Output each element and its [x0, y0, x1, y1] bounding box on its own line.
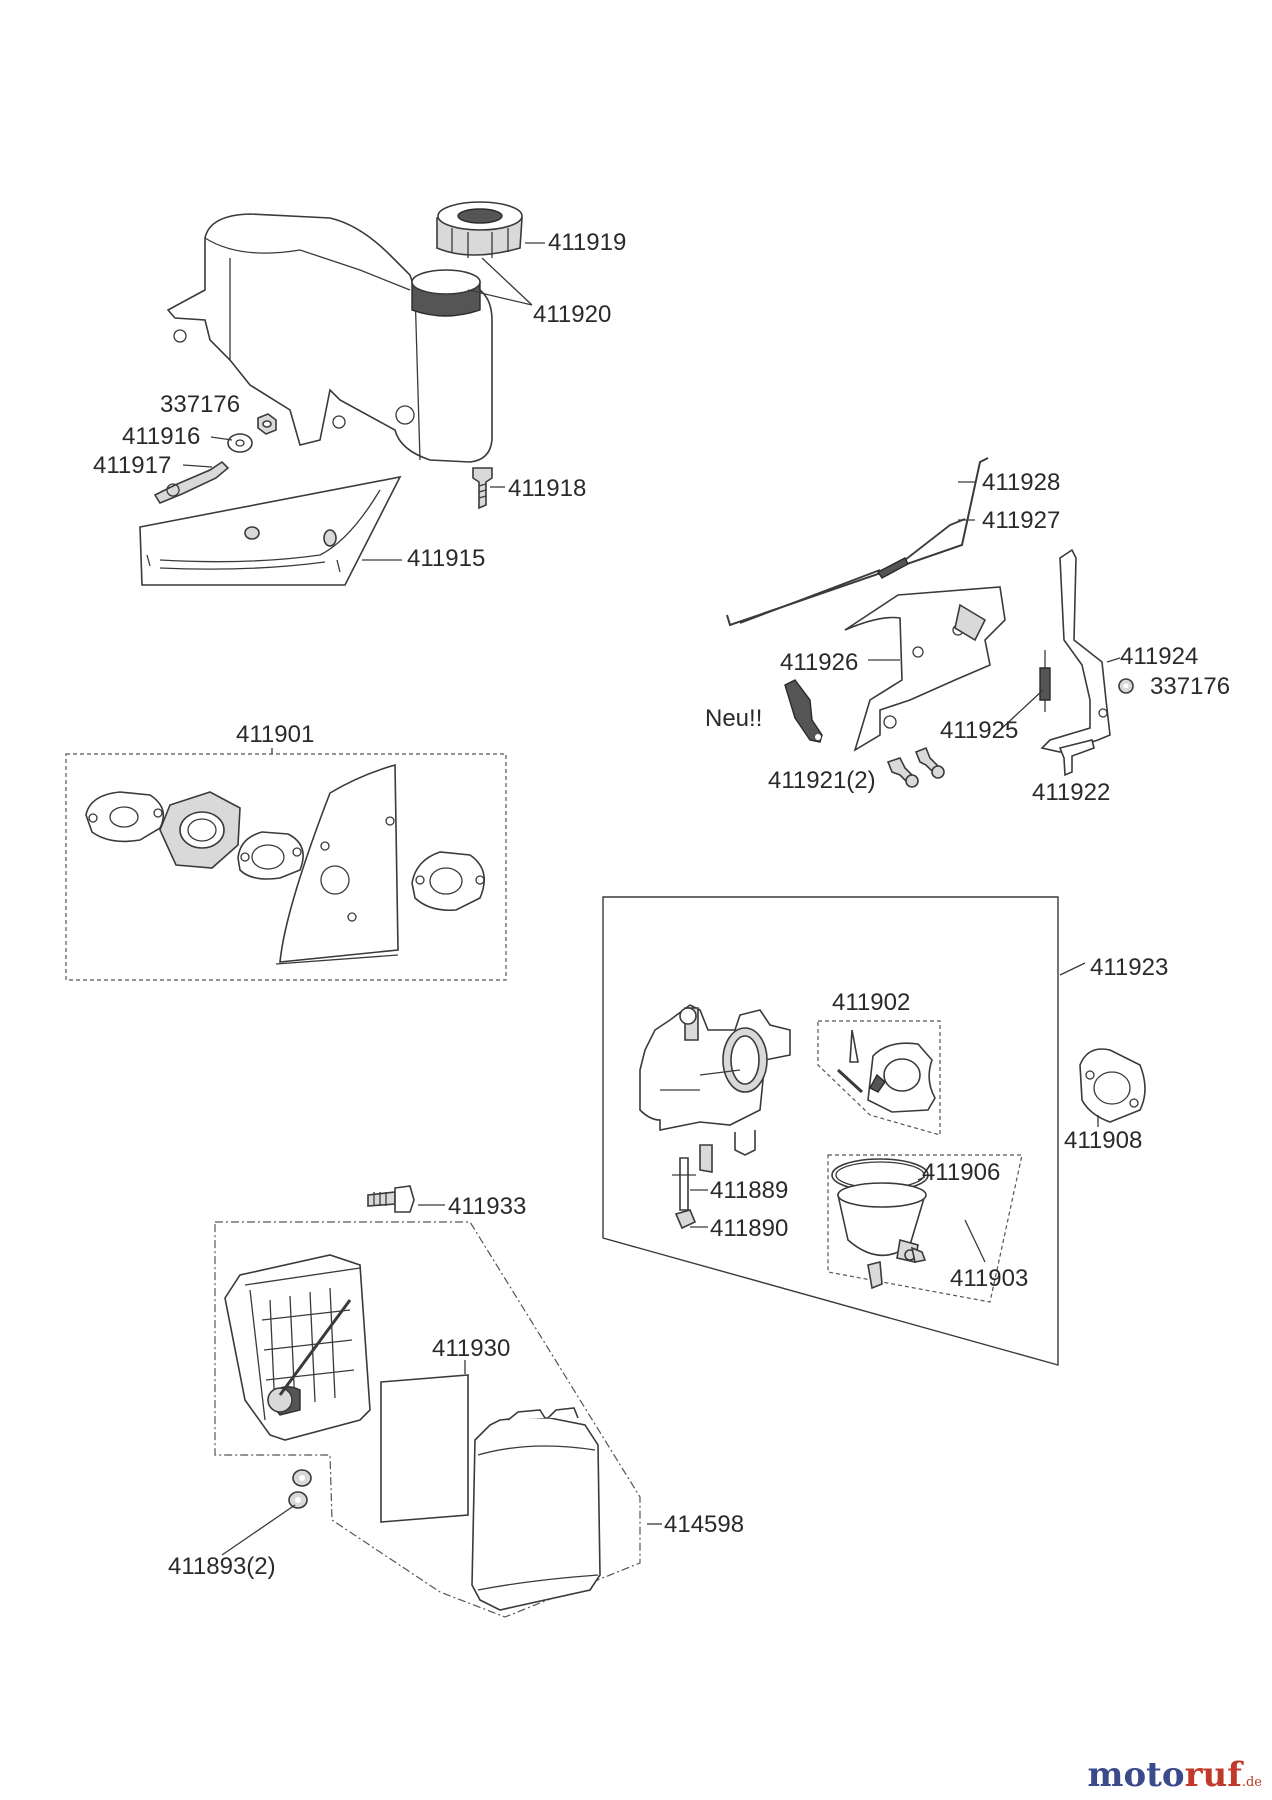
label-411926: 411926 — [780, 649, 858, 676]
label-411903: 411903 — [950, 1265, 1028, 1292]
label-411921: 411921(2) — [768, 767, 876, 794]
label-337176-b: 337176 — [1150, 673, 1230, 700]
label-411928: 411928 — [982, 469, 1060, 496]
washer-411916 — [227, 433, 253, 453]
label-neu: Neu!! — [705, 705, 762, 732]
label-411919: 411919 — [548, 229, 626, 256]
carburetor-group-411923 — [602, 896, 1146, 1366]
label-411916: 411916 — [122, 423, 200, 450]
carburetor-frame — [602, 896, 1059, 1366]
logo-text-ruf: ruf — [1185, 1755, 1245, 1795]
label-411924: 411924 — [1120, 643, 1198, 670]
label-411890: 411890 — [710, 1215, 788, 1242]
label-414598: 414598 — [664, 1511, 744, 1538]
label-411902: 411902 — [832, 989, 910, 1016]
cable-411927 — [739, 518, 966, 624]
throttle-linkage-group — [726, 457, 1134, 788]
label-411930: 411930 — [432, 1335, 510, 1362]
screw-411890 — [674, 1209, 697, 1230]
nuts-411893 — [288, 1469, 312, 1509]
float-bowl-frame — [827, 1154, 1023, 1303]
rod-411928 — [726, 457, 989, 627]
jet-411889 — [679, 1157, 689, 1211]
air-filter-cover — [471, 1417, 601, 1611]
air-filter-base — [224, 1254, 371, 1441]
label-411923: 411923 — [1090, 954, 1168, 981]
lever-411924 — [1040, 548, 1111, 753]
gasket-kit-411901 — [65, 748, 507, 981]
gasket-411908 — [1079, 1048, 1146, 1123]
seal-ring — [411, 269, 481, 295]
float-kit-frame — [817, 1020, 941, 1136]
label-411906: 411906 — [922, 1159, 1000, 1186]
bolt-411918 — [472, 467, 493, 510]
screw-411922 — [1058, 739, 1095, 777]
filter-element-411930 — [380, 1374, 469, 1523]
label-411901: 411901 — [236, 721, 314, 748]
label-411917: 411917 — [93, 452, 171, 479]
label-411893: 411893(2) — [168, 1553, 276, 1580]
label-411927: 411927 — [982, 507, 1060, 534]
svg-text:motoruf.de: motoruf.de — [1088, 1755, 1263, 1795]
label-337176-a: 337176 — [160, 391, 240, 418]
bolt-411933 — [367, 1191, 396, 1207]
air-filter-housing-outline — [214, 1221, 641, 1618]
stud-411917 — [153, 460, 230, 504]
float-bowl-411903 — [831, 1158, 929, 1290]
label-411925: 411925 — [940, 717, 1018, 744]
gasket-kit-frame — [65, 753, 507, 981]
spring-411927 — [876, 557, 909, 579]
motoruf-logo: motoruf.de — [1088, 1755, 1263, 1795]
air-filter-group — [214, 1185, 662, 1618]
float-kit-411902 — [836, 1029, 936, 1113]
label-411922: 411922 — [1032, 779, 1110, 806]
label-411918: 411918 — [508, 475, 586, 502]
fuel-tank — [166, 213, 493, 463]
new-lever-part — [784, 679, 823, 743]
logo-text-moto: moto — [1088, 1755, 1185, 1795]
label-411889: 411889 — [710, 1177, 788, 1204]
label-411933: 411933 — [448, 1193, 526, 1220]
logo-text-suffix: .de — [1242, 1775, 1262, 1790]
fuel-tank-group — [139, 201, 545, 586]
carburetor-body — [639, 1004, 791, 1131]
fuel-line-bracket — [139, 475, 402, 586]
screws-411921 — [886, 746, 945, 788]
label-411915: 411915 — [407, 545, 485, 572]
label-411920: 411920 — [533, 301, 611, 328]
part-labels: 411919 411920 337176 411916 411917 41191… — [93, 229, 1230, 1580]
label-411908: 411908 — [1064, 1127, 1142, 1154]
